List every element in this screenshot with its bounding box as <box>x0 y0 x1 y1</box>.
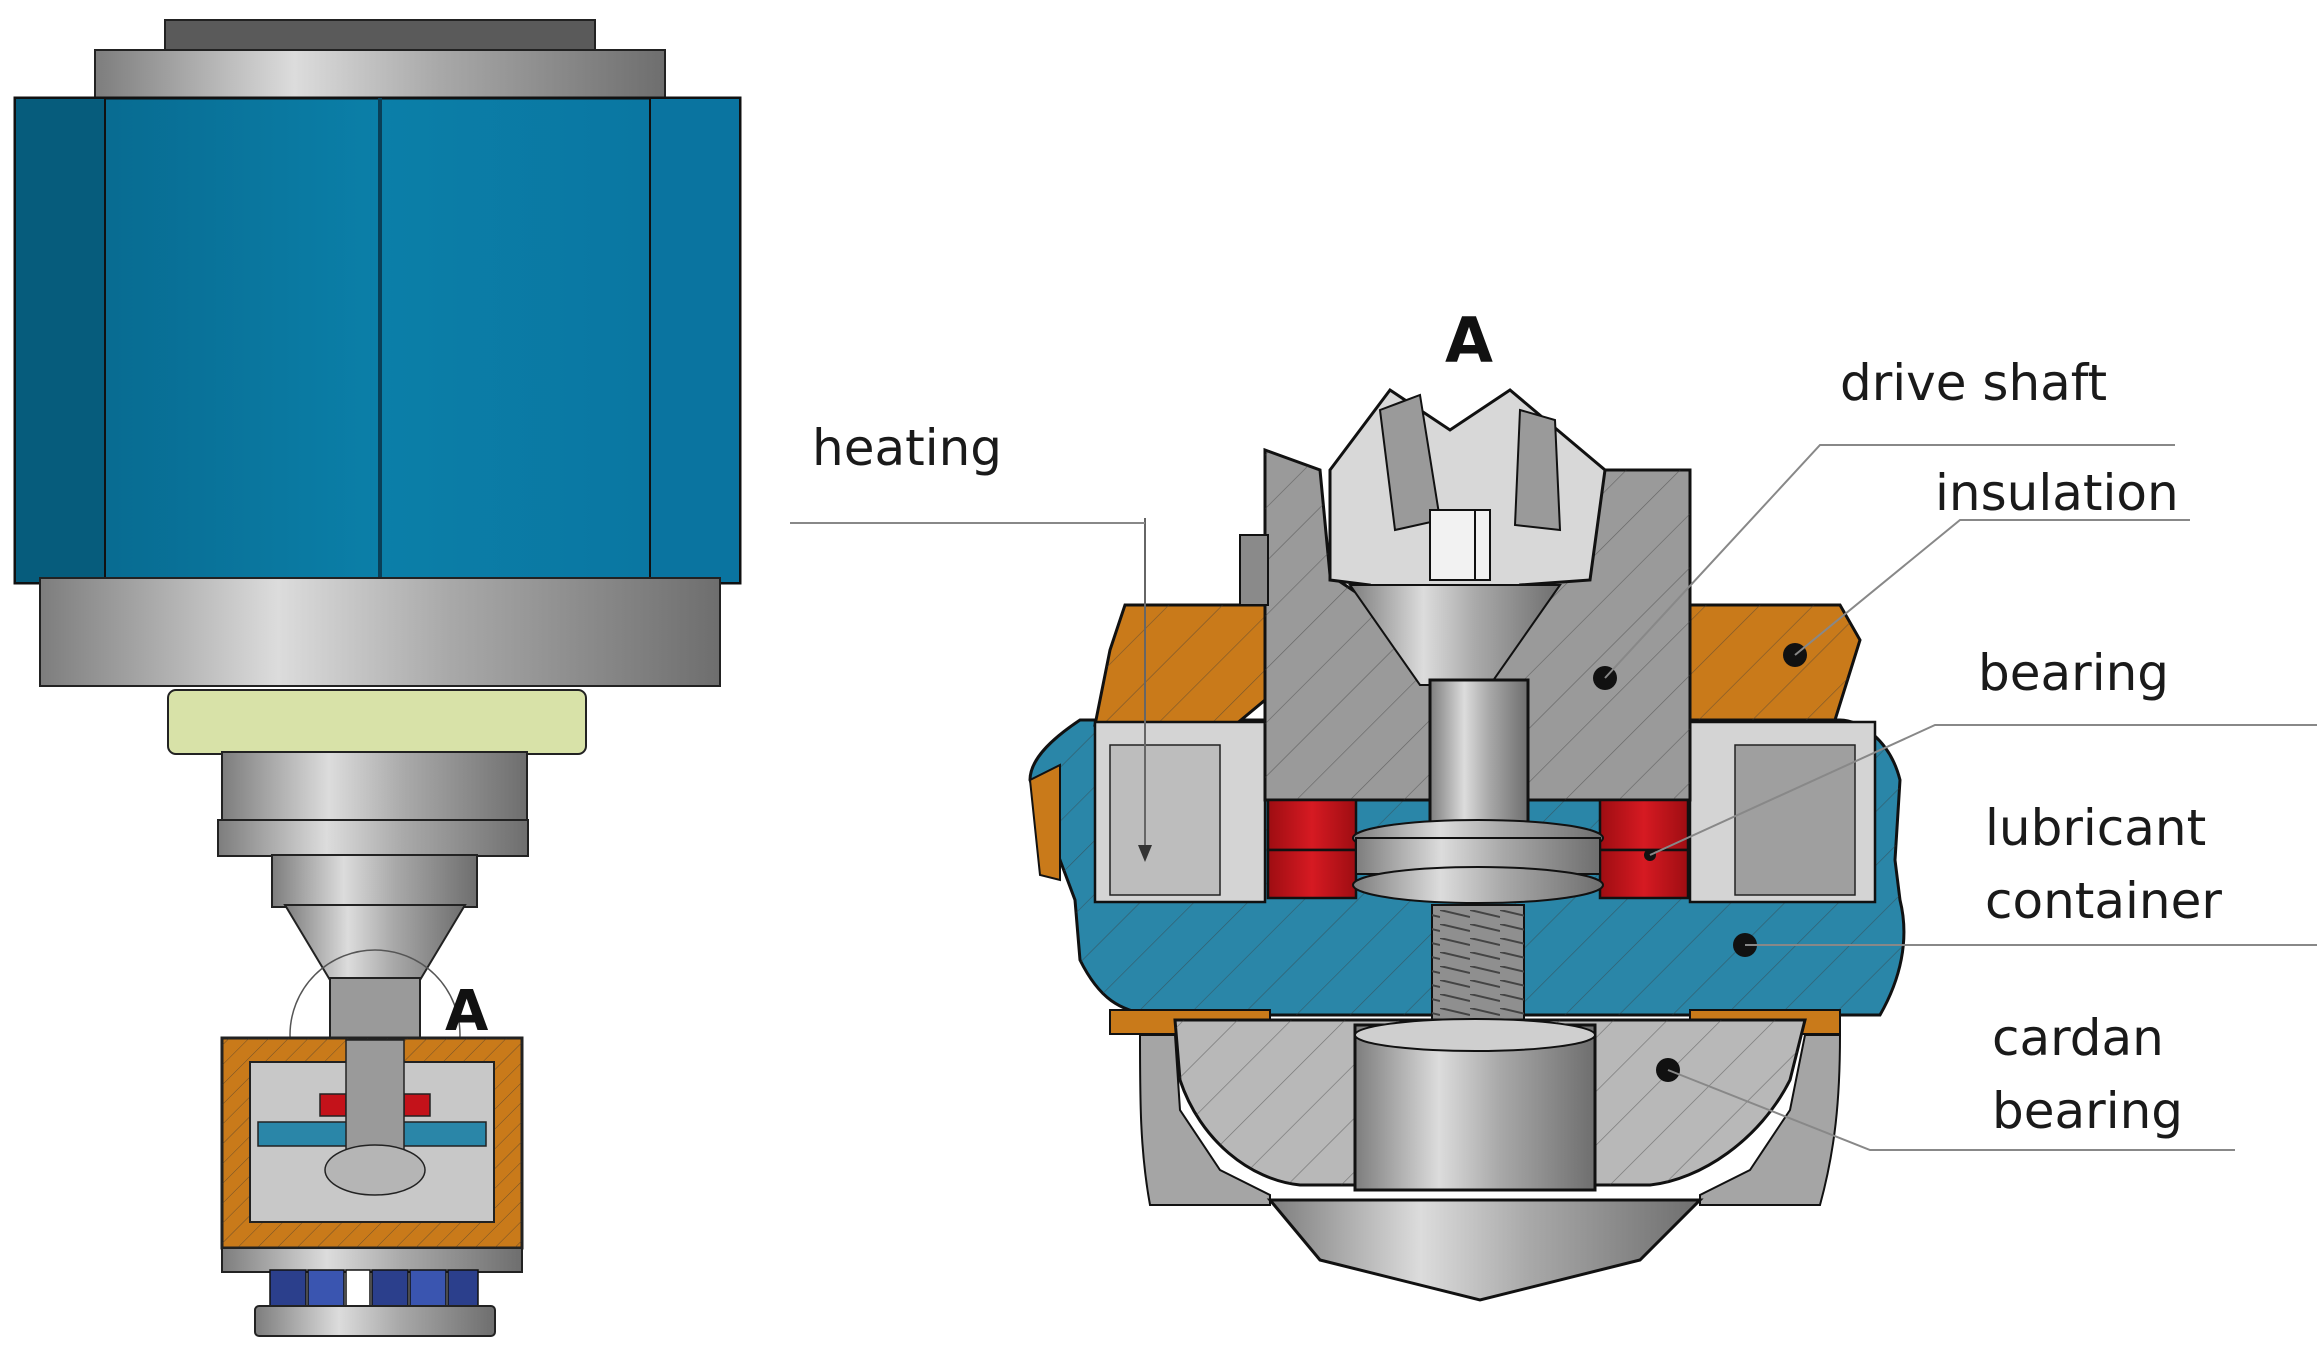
label-cardan-line2: bearing <box>1992 1082 2183 1140</box>
motor-top-cap <box>164 19 596 53</box>
mount-flange-yellow <box>167 689 587 755</box>
detail-view-a <box>1028 387 1906 1302</box>
small-pin-left <box>1239 534 1269 606</box>
shaft-neck <box>271 854 478 908</box>
drive-shaft-core <box>1428 678 1530 827</box>
bearing-race-lower <box>1352 866 1604 904</box>
labels: A heating drive shaft insulation bearing… <box>812 304 2222 1140</box>
label-heating: heating <box>812 419 1002 477</box>
label-bearing: bearing <box>1978 644 2169 702</box>
small-shaft <box>345 1039 405 1151</box>
bearing-right <box>1598 798 1690 900</box>
orange-tab-left <box>1028 763 1061 882</box>
bearing-left <box>1266 798 1358 900</box>
shaft-tip <box>329 977 421 1039</box>
small-cardan <box>324 1144 426 1196</box>
motor-left-panel <box>14 97 106 584</box>
shaft-taper <box>283 904 467 981</box>
bottom-plate <box>254 1305 496 1337</box>
shaft-collar <box>217 819 529 857</box>
small-bearing-left <box>319 1093 347 1117</box>
label-lubricant-line1: lubricant <box>1985 799 2206 857</box>
small-base <box>221 1247 523 1273</box>
leader-drive-shaft <box>1604 444 2175 679</box>
small-bearing-right <box>403 1093 431 1117</box>
label-insulation: insulation <box>1935 464 2179 522</box>
label-drive-shaft: drive shaft <box>1840 354 2107 412</box>
motor-body <box>13 96 742 585</box>
overall-view: A <box>13 19 742 1337</box>
motor-base-ring <box>39 577 721 687</box>
label-cardan-line1: cardan <box>1992 1009 2164 1067</box>
motor-right-panel <box>649 97 741 584</box>
label-lubricant-line2: container <box>1985 872 2222 930</box>
cardan-tip <box>1266 1198 1704 1302</box>
section-marker-small: A <box>445 979 489 1044</box>
cardan-bore <box>1353 1023 1597 1192</box>
motor-top-flange <box>94 49 666 103</box>
spring-pack <box>269 1269 479 1307</box>
leader-bearing <box>1649 724 2317 856</box>
cardan-outer-frame <box>1138 1034 1271 1206</box>
leader-lines <box>790 444 2317 1151</box>
leader-cardan <box>1667 1069 2235 1151</box>
section-marker-large: A <box>1445 304 1493 377</box>
leader-insulation <box>1794 519 2190 656</box>
